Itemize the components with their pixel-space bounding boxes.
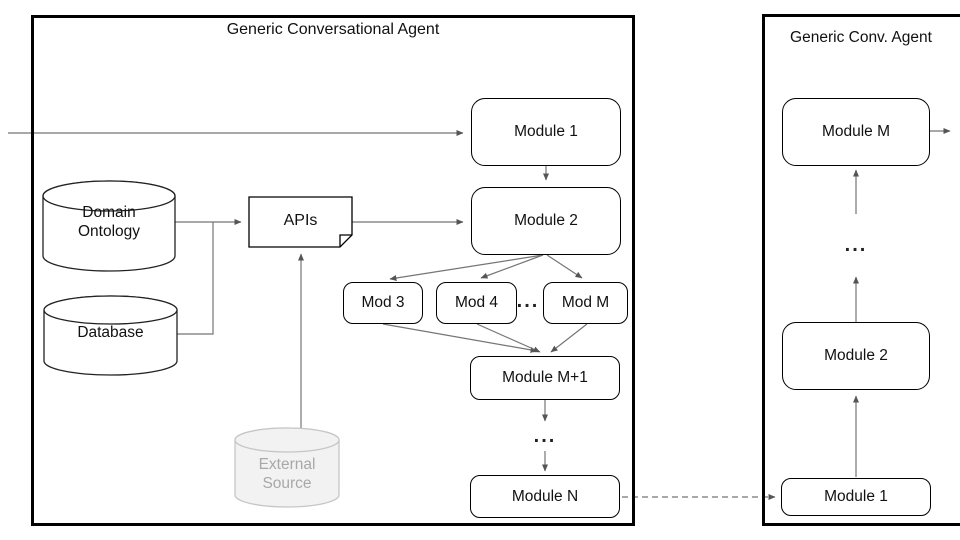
- left-agent-panel: [31, 15, 635, 526]
- right-module-1-label: Module 1: [824, 488, 888, 505]
- domain-ontology-label: Domain Ontology: [77, 203, 141, 240]
- right-ellipsis: ...: [844, 234, 868, 256]
- apis-note-shape: [248, 196, 353, 248]
- mod-m-label: Mod M: [561, 294, 610, 311]
- database-cylinder: [43, 295, 178, 376]
- mod-3-label: Mod 3: [361, 294, 405, 311]
- module-1-box: Module 1: [471, 98, 621, 166]
- connector-database-junction: [177, 222, 214, 335]
- left-panel-title: Generic Conversational Agent: [226, 21, 440, 38]
- right-module-m-label: Module M: [821, 123, 891, 140]
- right-module-2-box: Module 2: [782, 322, 930, 390]
- right-module-1-box: Module 1: [781, 478, 931, 516]
- module-1-label: Module 1: [514, 123, 578, 140]
- column-ellipsis: ...: [533, 425, 557, 447]
- domain-ontology-cylinder: [42, 180, 176, 272]
- arrow-mod4-to-modulem1: [476, 323, 541, 353]
- arrow-module2-to-mod4: [480, 254, 544, 279]
- module-m-plus-1-box: Module M+1: [470, 356, 620, 400]
- right-panel-title: Generic Conv. Agent: [790, 29, 932, 46]
- mod-4-label: Mod 4: [454, 294, 499, 311]
- module-n-label: Module N: [511, 487, 579, 505]
- right-module-m-box: Module M: [782, 98, 930, 166]
- database-label: Database: [77, 324, 144, 342]
- arrow-modm-to-modulem1: [550, 323, 588, 353]
- apis-label: APIs: [283, 212, 318, 229]
- right-module-2-label: Module 2: [824, 347, 888, 364]
- external-source-cylinder: [234, 427, 340, 508]
- arrow-module2-to-mod3: [389, 254, 544, 281]
- mod-m-box: Mod M: [543, 282, 628, 324]
- arrow-module2-to-modm: [546, 254, 583, 279]
- mod-3-box: Mod 3: [343, 282, 423, 324]
- row-ellipsis: ...: [516, 290, 540, 312]
- arrow-mod3-to-modulem1: [382, 323, 538, 353]
- mod-4-box: Mod 4: [436, 282, 517, 324]
- right-agent-panel: [762, 14, 960, 526]
- module-2-box: Module 2: [471, 187, 621, 255]
- external-source-label: External Source: [258, 455, 316, 492]
- module-m-plus-1-label: Module M+1: [502, 369, 588, 386]
- module-n-box: Module N: [470, 475, 620, 518]
- module-2-label: Module 2: [514, 212, 578, 229]
